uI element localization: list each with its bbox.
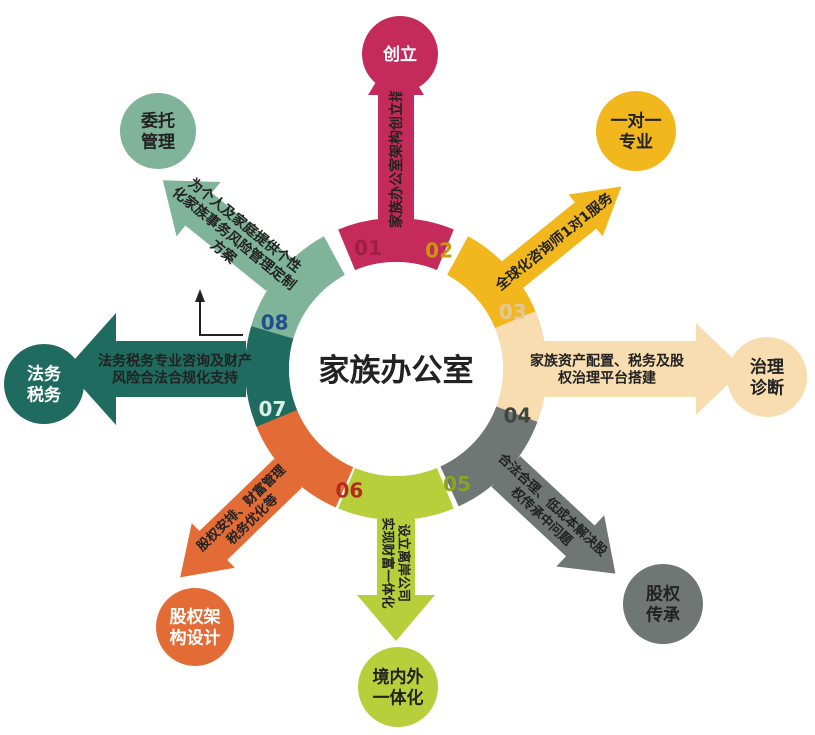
satellite-circle	[362, 16, 438, 92]
satellite-label: 一体化	[373, 688, 424, 709]
ring-number-03: 03	[499, 300, 527, 324]
arrow-text-line: 家族办公室架构创立指导	[388, 74, 405, 228]
satellite-label: 委托	[140, 111, 175, 132]
ring-number-01: 01	[354, 236, 382, 260]
arrow-text-line: 设立离岸公司	[395, 524, 411, 602]
satellite-circle	[120, 93, 196, 169]
ring-segment-04	[440, 406, 538, 507]
ring-number-02: 02	[425, 239, 453, 263]
satellite-label: 管理	[141, 132, 175, 153]
satellite-label: 股权架	[170, 607, 221, 628]
satellite-circle	[623, 564, 703, 644]
arrow-07	[66, 313, 246, 425]
connector-arrowhead	[195, 289, 205, 302]
satellite-label: 创立	[382, 44, 417, 65]
center-circle	[289, 262, 503, 476]
satellite-circle	[596, 91, 676, 171]
satellite-label: 诊断	[750, 378, 784, 399]
ring-segment-07	[245, 311, 298, 427]
arrow-05	[357, 519, 435, 641]
satellite-circle	[4, 344, 84, 424]
satellite-circle	[358, 647, 438, 727]
ring-segment-03	[494, 311, 547, 427]
satellite-label: 专业	[619, 132, 653, 153]
arrow-04	[491, 455, 616, 574]
extras-layer	[195, 289, 243, 336]
ring-segment-02	[447, 236, 541, 339]
arrows-layer	[66, 49, 744, 641]
satellite-label: 境内外	[373, 667, 424, 688]
arrow-text-line: 家族资产配置、税务及股	[530, 353, 685, 370]
ring-number-07: 07	[258, 397, 286, 421]
ring-number-04: 04	[503, 404, 531, 428]
arrow-06	[180, 458, 302, 578]
arrow-text-02: 全球化咨询师1对1服务	[491, 189, 616, 295]
satellite-label: 法务	[27, 364, 62, 385]
center-label: 家族办公室	[319, 353, 474, 389]
arrow-text-line: 权治理平台搭建	[557, 370, 656, 387]
ring-segment-01	[338, 218, 454, 271]
arrow-01	[368, 49, 424, 219]
satellite-07: 法务税务	[4, 344, 84, 424]
ring-layer: 01 02 03 04 05 06 07 08	[245, 218, 547, 520]
satellite-label: 构设计	[170, 628, 221, 649]
arrow-text-line: 全球化咨询师1对1服务	[491, 189, 616, 295]
satellite-label: 传承	[645, 605, 680, 626]
satellite-circle	[727, 337, 807, 417]
satellite-label: 税务	[27, 385, 62, 406]
center-layer: 家族办公室	[289, 262, 503, 476]
ring-number-06: 06	[335, 478, 363, 502]
arrow-text-01: 家族办公室架构创立指导	[388, 74, 405, 228]
arrow-text-line: 风险合法合规化支持	[112, 370, 238, 387]
ring-segment-06	[255, 408, 354, 508]
connector-line	[199, 298, 243, 336]
satellite-label: 股权	[646, 584, 681, 605]
arrow-text-line: 实现财富一体化	[379, 517, 395, 608]
ring-segment-08	[251, 236, 345, 339]
satellite-circle	[156, 588, 234, 666]
ring-number-08: 08	[261, 310, 289, 334]
satellite-01: 创立	[362, 16, 438, 92]
arrow-02	[501, 186, 622, 288]
arrow-text-line: 法务税务专业咨询及财产	[98, 353, 252, 370]
arrow-03	[506, 323, 744, 415]
ring-number-05: 05	[443, 472, 471, 496]
arrow-08	[162, 180, 293, 291]
satellite-label: 一对一	[611, 111, 662, 132]
arrow-text-line: 化家族事务风险管理定制	[169, 183, 299, 293]
satellite-label: 治理	[750, 357, 784, 378]
ring-segment-05	[338, 467, 454, 520]
